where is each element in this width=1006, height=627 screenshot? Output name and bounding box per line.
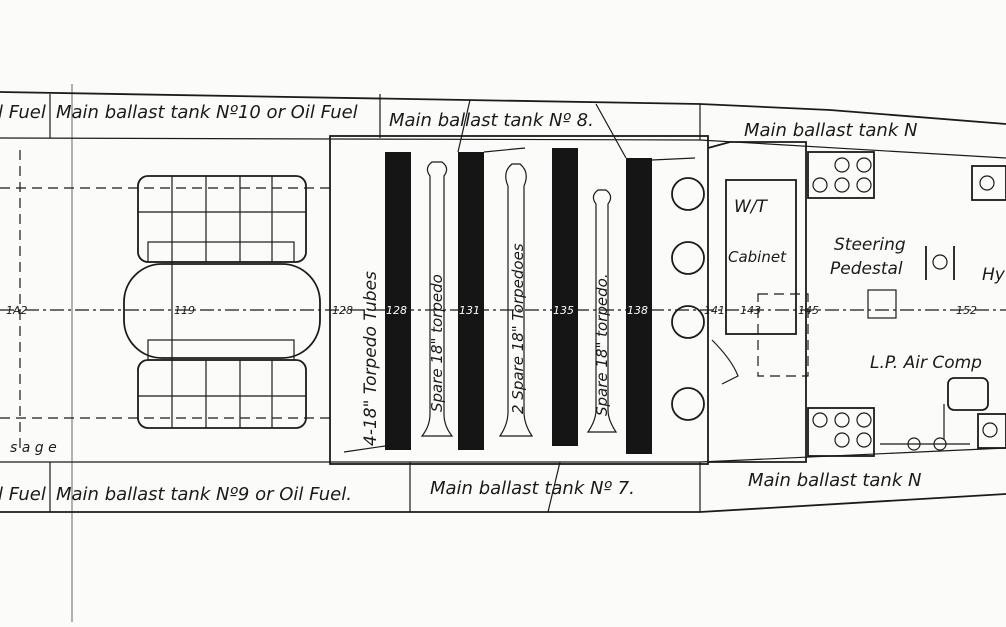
pedestal-label: Pedestal: [830, 259, 903, 279]
steering-wheel-icon: [925, 246, 955, 280]
torpedo-tubes-label: 4-18" Torpedo Tubes: [361, 271, 381, 446]
frame-number: 145: [798, 304, 819, 317]
spare-torpedo-label-3: Spare 18" torpedo.: [593, 273, 611, 416]
tank-top-label-1: Main ballast tank Nº10 or Oil Fuel: [56, 102, 358, 123]
tank-circle-2: [671, 241, 705, 275]
tank-circle-4: [671, 387, 705, 421]
spare-torpedo-label-2: 2 Spare 18" Torpedoes: [509, 243, 527, 414]
tank-top-label-2: Main ballast tank Nº 8.: [389, 110, 594, 131]
hy-label: Hy: [982, 265, 1006, 285]
frame-number: 135: [553, 304, 574, 317]
frame-number: 128: [332, 304, 353, 317]
tank-top-label-3: Main ballast tank N: [744, 120, 917, 141]
torpedo-room: [329, 99, 709, 513]
spare-torpedo-2-shape: [498, 163, 534, 437]
frame-number: 143: [740, 304, 761, 317]
frame-number: 1A2: [6, 304, 28, 317]
torpedo-tube-2: [458, 152, 484, 450]
tank-top-label-0: l Fuel: [0, 102, 46, 123]
hull-outline: [0, 84, 1006, 622]
engine-machinery: [123, 175, 321, 429]
spare-torpedo-3-shape: [586, 189, 618, 433]
steering-pedestal-box: [867, 289, 897, 319]
frame-number: 138: [627, 304, 648, 317]
frame-number: 131: [459, 304, 480, 317]
torpedo-tube-3: [552, 148, 578, 446]
tank-bottom-label-3: Main ballast tank N: [748, 470, 921, 491]
wt-label: W/T: [734, 197, 769, 217]
tank-circle-1: [671, 177, 705, 211]
frame-number: 128: [386, 304, 407, 317]
lp-air-label: L.P. Air Comp: [870, 353, 982, 373]
tank-bottom-label-1: Main ballast tank Nº9 or Oil Fuel.: [56, 484, 352, 505]
tank-bottom-label-0: l Fuel: [0, 484, 46, 505]
control-room: [807, 151, 1006, 457]
tank-circle-3: [671, 305, 705, 339]
spare-torpedo-label-1: Spare 18" torpedo: [428, 274, 446, 412]
wt-cabinet-room: [707, 141, 809, 463]
steering-label: Steering: [834, 235, 906, 255]
torpedo-tube-1: [385, 152, 411, 450]
frame-number: 141: [704, 304, 725, 317]
frame-number: 152: [956, 304, 977, 317]
tank-bottom-label-2: Main ballast tank Nº 7.: [430, 478, 635, 499]
passage-label: s a g e: [10, 440, 57, 456]
frame-number: 119: [174, 304, 195, 317]
spare-torpedo-1-shape: [420, 161, 454, 437]
cabinet-label: Cabinet: [728, 248, 787, 266]
center-line: [0, 150, 1006, 450]
torpedo-tube-4: [626, 158, 652, 454]
